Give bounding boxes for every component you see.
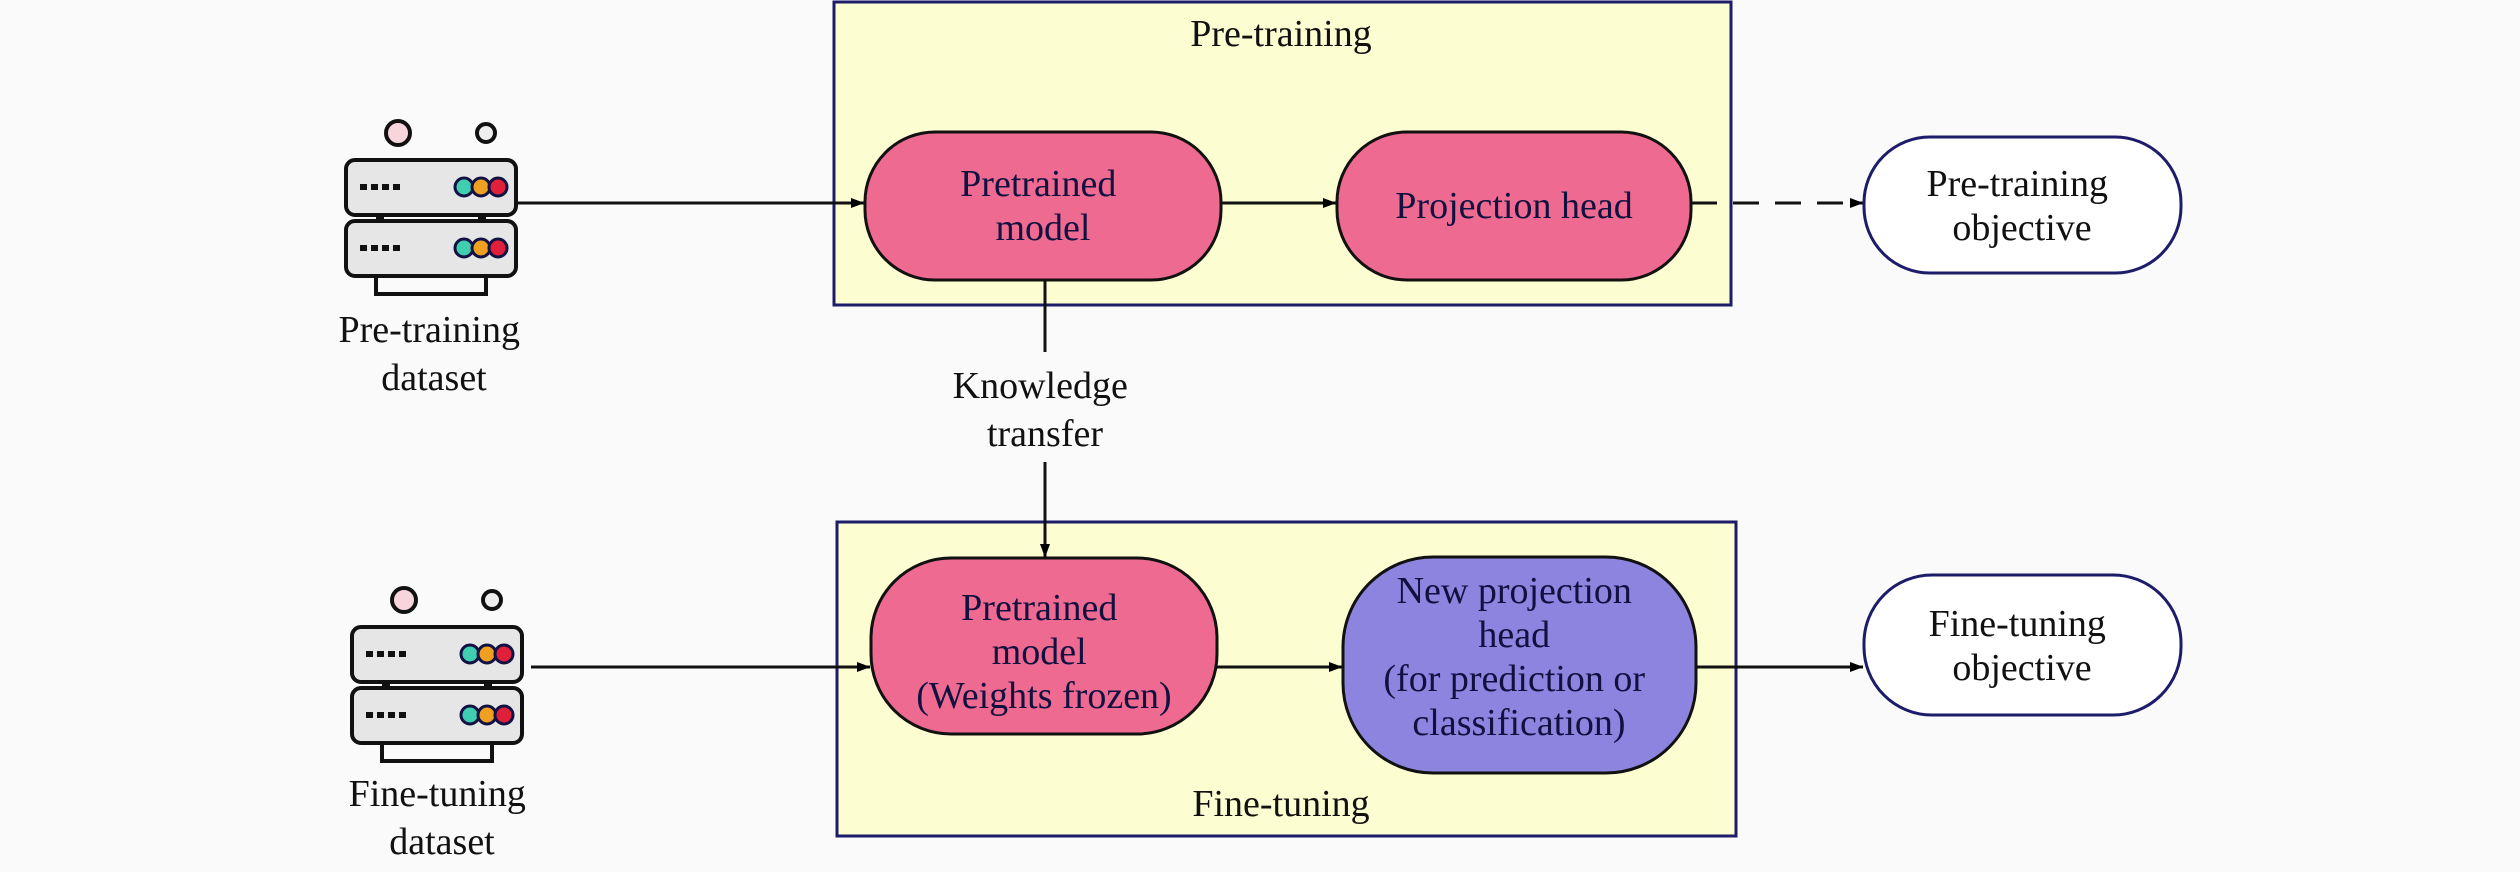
finetuning-objective-node: [1862, 573, 2183, 717]
frozen-pretrained-model-node: [869, 556, 1219, 736]
pretraining-objective-node: [1862, 135, 2183, 275]
knowledge-transfer-label: Knowledge transfer: [953, 365, 1138, 455]
pretraining-dataset-server-icon: [344, 119, 518, 296]
finetuning-title: Fine-tuning: [1192, 783, 1369, 825]
new-projection-head-label: New projection head (for prediction or c…: [1383, 570, 1654, 744]
new-projection-head-node: [1341, 555, 1698, 775]
pretraining-title: Pre-training: [1190, 13, 1372, 55]
pretraining-dataset-label: Pre-training dataset: [338, 309, 529, 399]
pretrained-model-node: [863, 130, 1223, 282]
projection-head-node: [1335, 130, 1693, 282]
frozen-pretrained-model-label: Pretrained model (Weights frozen): [916, 587, 1171, 717]
pretrained-model-label: Pretrained model: [960, 163, 1126, 249]
finetuning-objective-label: Fine-tuning objective: [1929, 603, 2116, 689]
finetuning-dataset-label: Fine-tuning dataset: [349, 773, 536, 863]
finetuning-dataset-server-icon: [350, 586, 524, 763]
projection-head-label: Projection head: [1395, 185, 1632, 227]
pretraining-objective-label: Pre-training objective: [1926, 163, 2117, 249]
